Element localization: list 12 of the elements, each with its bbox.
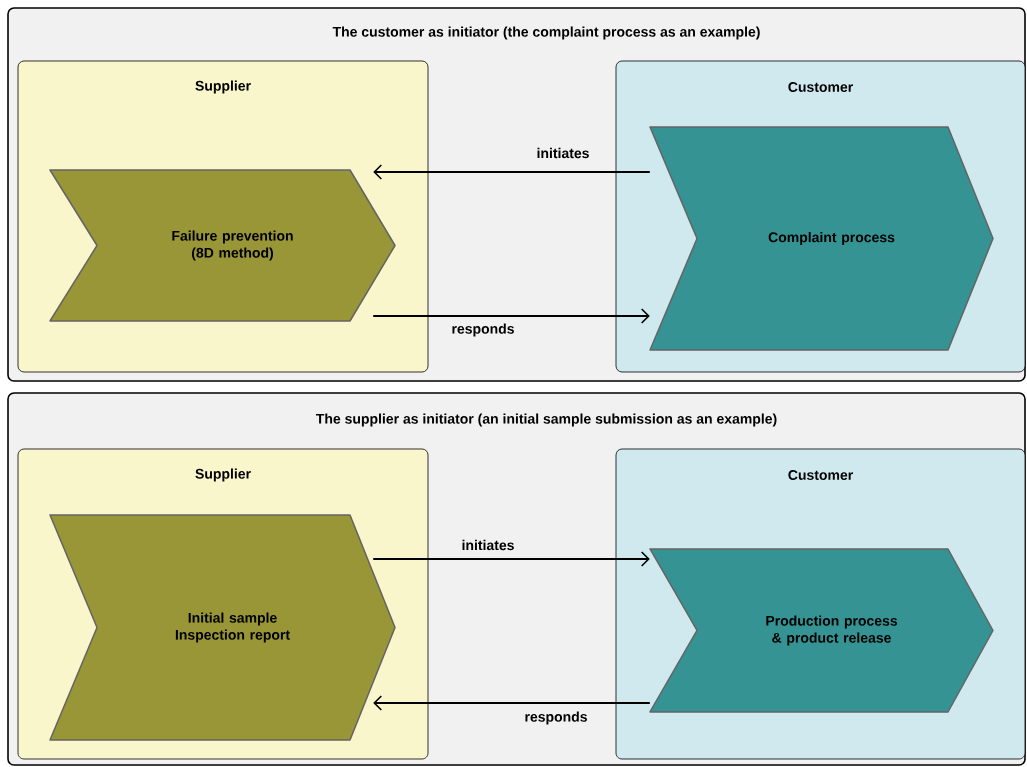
arrow: [373, 695, 651, 711]
edge-label: initiates: [537, 147, 589, 159]
edge-label: responds: [525, 711, 587, 725]
edge-label: initiates: [462, 539, 514, 551]
edge-label: responds: [452, 323, 514, 337]
chevron: Initial sample Inspection report: [49, 514, 396, 741]
chevron: Production process & product release: [649, 548, 994, 713]
arrow: [372, 308, 650, 324]
chevron: Failure prevention (8D method): [49, 169, 396, 322]
arrow: [373, 164, 651, 180]
chevron: Complaint process: [649, 126, 994, 351]
arrow: [372, 551, 650, 567]
